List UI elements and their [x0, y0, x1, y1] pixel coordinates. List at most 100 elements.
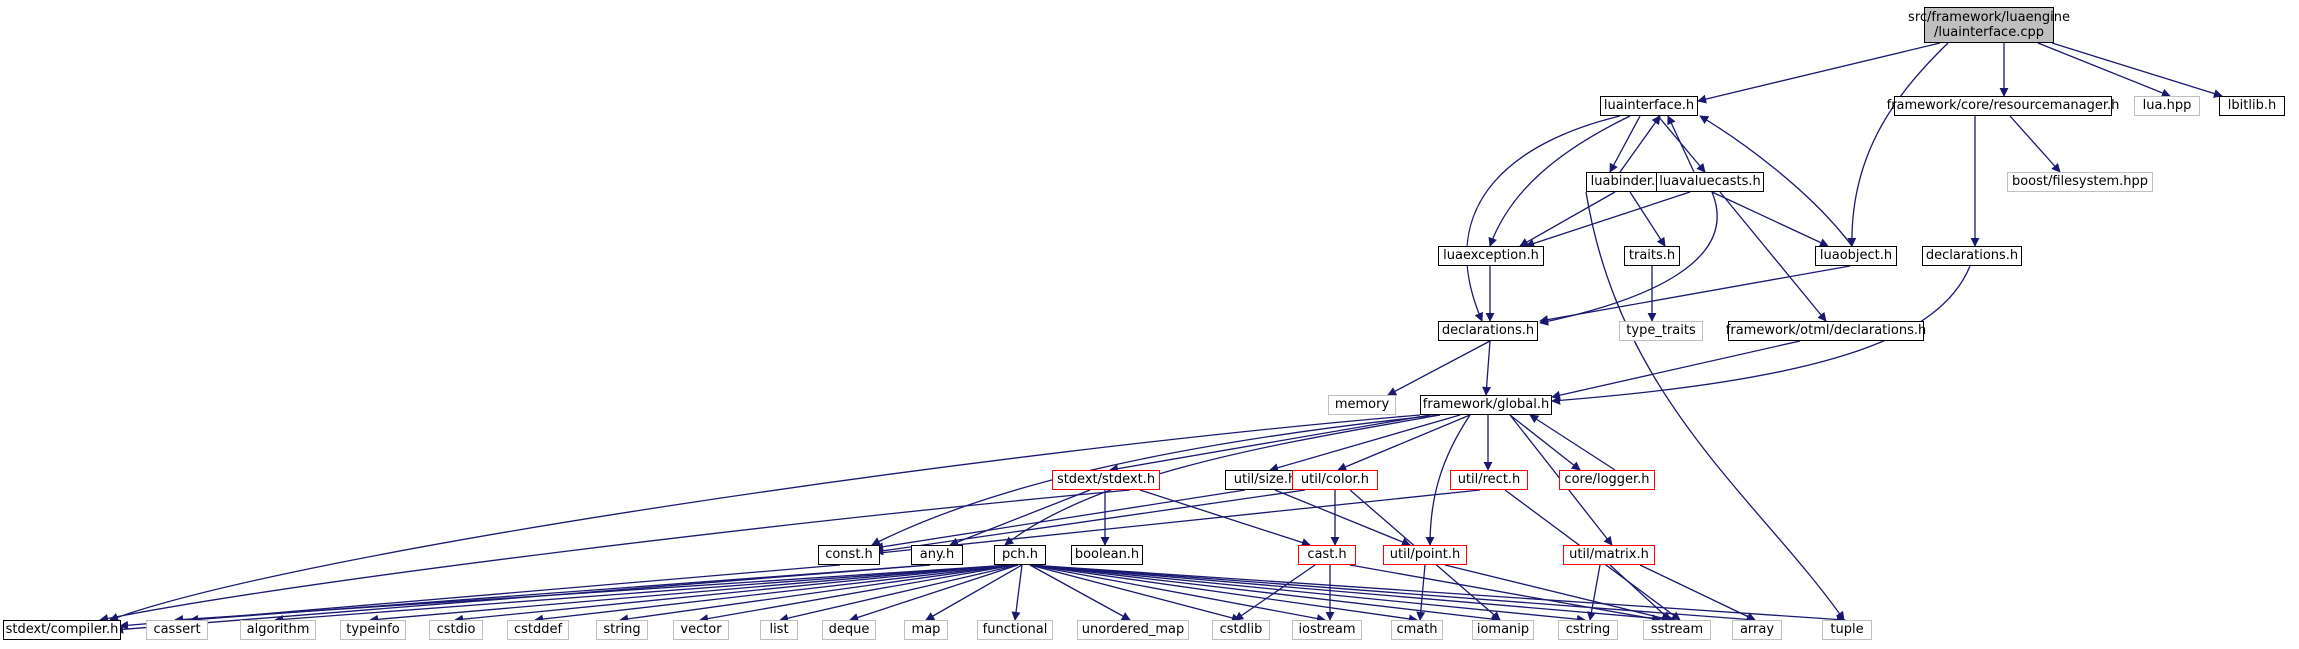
include-edge — [1387, 340, 1491, 396]
include-edge — [1482, 340, 1492, 396]
include-edge — [1699, 115, 1853, 247]
root-file-node: src/framework/luaengine /luainterface.cp… — [1908, 7, 2070, 43]
include-edge — [174, 564, 1011, 624]
node-any-h[interactable]: any.h — [911, 545, 963, 565]
node-type-traits: type_traits — [1619, 321, 1703, 341]
node-algorithm: algorithm — [240, 620, 316, 640]
root-file-path-line1: src/framework/luaengine — [1908, 10, 2070, 25]
include-edge — [1029, 564, 1756, 624]
include-edge — [1425, 414, 1471, 546]
node-resourcemanager-h[interactable]: framework/core/resourcemanager.h — [1887, 96, 2119, 116]
include-edge — [1444, 564, 1671, 623]
include-edge — [1029, 564, 1501, 624]
node-vector: vector — [673, 620, 729, 640]
include-edge — [1029, 564, 1676, 624]
include-edge — [1029, 564, 1846, 624]
node-luavaluecasts-h[interactable]: luavaluecasts.h — [1656, 172, 1764, 192]
node-sstream: sstream — [1643, 620, 1711, 640]
node-const-h[interactable]: const.h — [818, 545, 880, 565]
include-edge — [2037, 42, 2171, 98]
node-tuple: tuple — [1822, 620, 1872, 640]
node-luainterface-h[interactable]: luainterface.h — [1600, 96, 1698, 116]
include-edge — [1585, 191, 1845, 621]
include-edge — [1466, 115, 1621, 322]
node-cstdlib: cstdlib — [1212, 620, 1270, 640]
include-edge — [1234, 564, 1316, 621]
node-cstddef: cstddef — [507, 620, 569, 640]
node-otml-declarations-h[interactable]: framework/otml/declarations.h — [1726, 321, 1926, 341]
node-stdext-compiler-h[interactable]: stdext/compiler.h — [3, 620, 121, 640]
include-edge — [1029, 564, 1131, 621]
include-edge — [869, 489, 1481, 558]
include-edge — [1587, 564, 1601, 621]
node-pch-h[interactable]: pch.h — [994, 545, 1046, 565]
include-edge — [99, 489, 1131, 623]
include-edge — [1847, 42, 1949, 247]
node-map: map — [904, 620, 948, 640]
node-core-logger-h[interactable]: core/logger.h — [1559, 470, 1655, 490]
node-cast-h[interactable]: cast.h — [1298, 545, 1356, 565]
include-edge — [1004, 414, 1441, 546]
node-lbitlib-h[interactable]: lbitlib.h — [2219, 96, 2285, 116]
include-edge — [1274, 489, 1411, 547]
include-edge — [1029, 564, 1418, 624]
include-edge — [874, 489, 1246, 552]
node-deque: deque — [822, 620, 876, 640]
include-edge — [619, 564, 1016, 624]
include-edge — [1269, 414, 1461, 473]
include-edge — [1609, 564, 1671, 621]
include-edge — [1629, 191, 1666, 247]
node-list: list — [760, 620, 798, 640]
include-edge — [1029, 564, 1241, 623]
include-edge — [1029, 564, 1326, 623]
include-edge — [1539, 265, 1851, 325]
node-traits-h[interactable]: traits.h — [1624, 246, 1680, 266]
include-edge — [1109, 414, 1431, 474]
include-edge — [1519, 191, 1616, 247]
root-file-path-line2: /luainterface.cpp — [1934, 25, 2044, 40]
include-edge — [1551, 340, 1801, 400]
node-iostream: iostream — [1292, 620, 1362, 640]
node-declarations-h[interactable]: declarations.h — [1438, 321, 1538, 341]
include-edge — [1551, 265, 1971, 405]
node-string: string — [596, 620, 648, 640]
include-edge — [949, 489, 1091, 547]
node-lua-hpp: lua.hpp — [2134, 96, 2200, 116]
node-cstdio: cstdio — [429, 620, 483, 640]
include-edge — [1639, 564, 1756, 621]
node-stdext-h[interactable]: stdext/stdext.h — [1052, 470, 1160, 490]
node-util-color-h[interactable]: util/color.h — [1292, 470, 1378, 490]
include-edge — [109, 414, 1421, 622]
include-edge — [1697, 42, 1941, 104]
node-cstring: cstring — [1558, 620, 1618, 640]
include-edge — [1349, 564, 1661, 624]
include-edge — [454, 564, 1011, 624]
node-typeinfo: typeinfo — [340, 620, 406, 640]
node-luaobject-h[interactable]: luaobject.h — [1815, 246, 1897, 266]
node-util-size-h[interactable]: util/size.h — [1225, 470, 1305, 490]
include-edge — [1609, 115, 1641, 173]
node-util-rect-h[interactable]: util/rect.h — [1450, 470, 1528, 490]
node-memory: memory — [1328, 395, 1396, 415]
node-boolean-h[interactable]: boolean.h — [1071, 545, 1143, 565]
include-edge — [1509, 414, 1581, 471]
node-framework-global-h[interactable]: framework/global.h — [1420, 395, 1552, 415]
node-functional: functional — [977, 620, 1053, 640]
node-cmath: cmath — [1391, 620, 1443, 640]
node-luaexception-h[interactable]: luaexception.h — [1438, 246, 1544, 266]
node-iomanip: iomanip — [1472, 620, 1534, 640]
include-edge — [1029, 564, 1586, 624]
node-core-declarations-h[interactable]: declarations.h — [1922, 246, 2022, 266]
include-edge — [274, 564, 1011, 624]
node-util-point-h[interactable]: util/point.h — [1383, 545, 1467, 565]
include-edge — [369, 564, 1011, 624]
include-edge — [1139, 489, 1311, 547]
node-unordered-map: unordered_map — [1077, 620, 1189, 640]
node-array: array — [1732, 620, 1782, 640]
node-util-matrix-h[interactable]: util/matrix.h — [1563, 545, 1655, 565]
include-edge — [2051, 42, 2223, 98]
node-luabinder-h[interactable]: luabinder.h — [1586, 172, 1668, 192]
include-edge — [1011, 564, 1023, 621]
include-edge — [1711, 191, 1829, 247]
